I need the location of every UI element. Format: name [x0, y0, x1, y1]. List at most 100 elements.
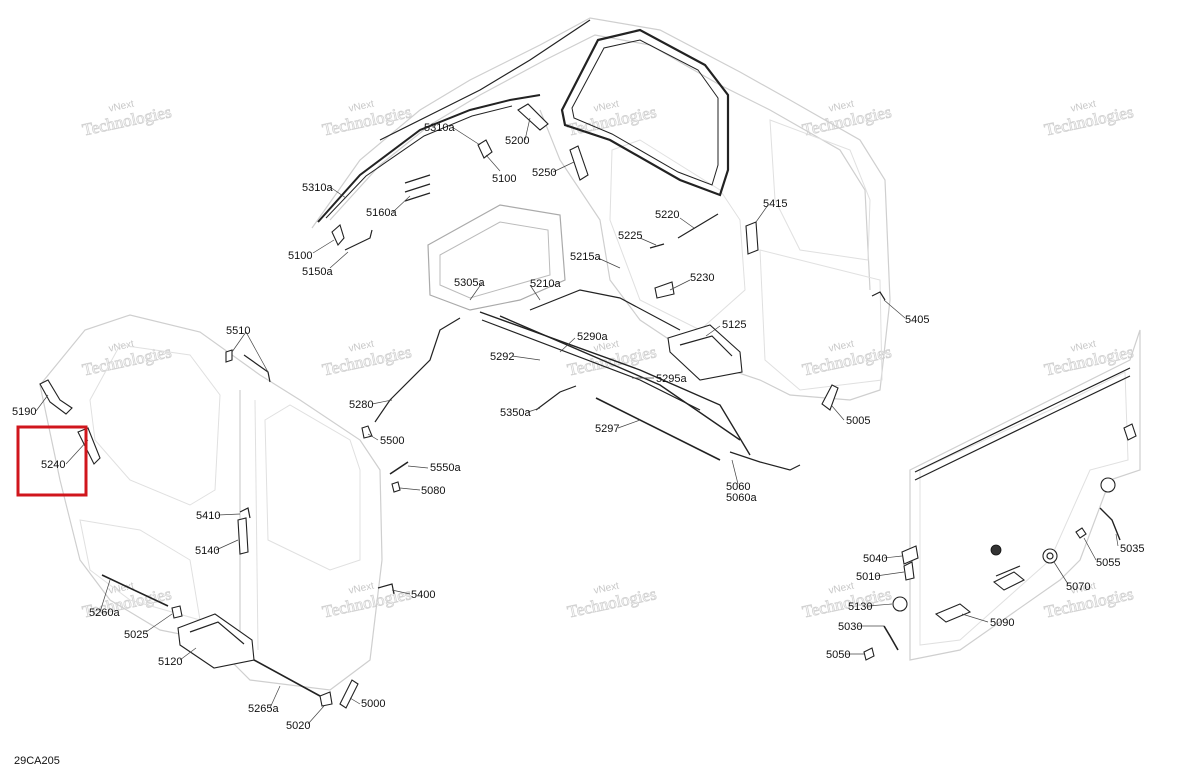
callout-5000[interactable]: 5000	[361, 698, 385, 710]
right-panel-rail	[914, 367, 1131, 473]
callout-5292[interactable]: 5292	[490, 351, 514, 363]
callout-5280[interactable]: 5280	[349, 399, 373, 411]
watermark-line1: vNext	[593, 339, 621, 355]
callout-5350a[interactable]: 5350a	[500, 407, 531, 419]
tube-5060	[729, 451, 801, 471]
left-door-pillar-2	[254, 399, 259, 651]
callout-5090[interactable]: 5090	[990, 617, 1014, 629]
callout-5100[interactable]: 5100	[492, 173, 516, 185]
leader	[99, 579, 111, 613]
callout-5250[interactable]: 5250	[532, 167, 556, 179]
callout-5020[interactable]: 5020	[286, 720, 310, 732]
callout-5220[interactable]: 5220	[655, 209, 679, 221]
callout-5310a[interactable]: 5310a	[302, 182, 333, 194]
bracket-5000	[339, 679, 359, 709]
bracket-5090-c	[995, 565, 1021, 577]
callout-5050[interactable]: 5050	[826, 649, 850, 661]
clip-5025	[171, 605, 183, 619]
callout-5550a[interactable]: 5550a	[430, 462, 461, 474]
leader	[215, 539, 239, 551]
callout-5060a[interactable]: 5060a	[726, 492, 757, 504]
callout-5040[interactable]: 5040	[863, 553, 887, 565]
callout-5410[interactable]: 5410	[196, 510, 220, 522]
pad-5250	[569, 145, 589, 181]
watermark-line1: vNext	[1070, 339, 1098, 355]
leader	[469, 282, 483, 301]
callout-5290a[interactable]: 5290a	[577, 331, 608, 343]
callout-5120[interactable]: 5120	[158, 656, 182, 668]
left-door-frame	[39, 314, 383, 691]
callout-5265a[interactable]: 5265a	[248, 703, 279, 715]
watermark-line1: vNext	[348, 581, 376, 597]
callout-5100[interactable]: 5100	[288, 250, 312, 262]
top-cab-assembly	[311, 17, 891, 471]
callout-5160a[interactable]: 5160a	[366, 207, 397, 219]
callout-5025[interactable]: 5025	[124, 629, 148, 641]
watermark-line1: vNext	[348, 99, 376, 115]
rod-5260a	[101, 574, 169, 607]
callout-5500[interactable]: 5500	[380, 435, 404, 447]
callout-5405[interactable]: 5405	[905, 314, 929, 326]
callout-5150a[interactable]: 5150a	[302, 266, 333, 278]
callout-5035[interactable]: 5035	[1120, 543, 1144, 555]
roof-seal-5310a-inner	[325, 105, 513, 219]
callout-5305a[interactable]: 5305a	[454, 277, 485, 289]
watermark-line1: vNext	[108, 339, 136, 355]
callout-5005[interactable]: 5005	[846, 415, 870, 427]
callout-5295a[interactable]: 5295a	[656, 373, 687, 385]
callout-5240[interactable]: 5240	[41, 459, 65, 471]
callout-5297[interactable]: 5297	[595, 423, 619, 435]
callout-5210a[interactable]: 5210a	[530, 278, 561, 290]
left-door-window	[89, 344, 221, 506]
leader	[511, 355, 541, 361]
leader	[399, 487, 421, 491]
bushing-upper	[1100, 477, 1116, 493]
callout-5190[interactable]: 5190	[12, 406, 36, 418]
callout-5055[interactable]: 5055	[1096, 557, 1120, 569]
callout-5140[interactable]: 5140	[195, 545, 219, 557]
leader	[371, 399, 393, 405]
leader	[349, 697, 361, 705]
callout-5510[interactable]: 5510	[226, 325, 250, 337]
leader	[245, 331, 269, 373]
callout-5070[interactable]: 5070	[1066, 581, 1090, 593]
bushing-5070	[1042, 548, 1058, 564]
leader	[329, 186, 347, 199]
watermark: vNext Technologies	[320, 99, 413, 140]
watermark: vNext Technologies	[80, 99, 173, 140]
callout-5080[interactable]: 5080	[421, 485, 445, 497]
callout-5200[interactable]: 5200	[505, 135, 529, 147]
callout-5400[interactable]: 5400	[411, 589, 435, 601]
callout-5415[interactable]: 5415	[763, 198, 787, 210]
callout-5230[interactable]: 5230	[690, 272, 714, 284]
callout-5260a[interactable]: 5260a	[89, 607, 120, 619]
right-panel-assembly	[863, 329, 1141, 661]
pad-5240	[77, 427, 101, 465]
callout-5125[interactable]: 5125	[722, 319, 746, 331]
watermark-line1: vNext	[108, 581, 136, 597]
leader	[705, 325, 721, 337]
callout-5310a[interactable]: 5310a	[424, 122, 455, 134]
leader	[1115, 533, 1119, 547]
grommet-5130	[892, 596, 908, 612]
callout-5010[interactable]: 5010	[856, 571, 880, 583]
window-seal	[560, 28, 730, 197]
seat-box-detail	[439, 221, 551, 299]
callout-5060[interactable]: 5060	[726, 481, 750, 493]
strip-5225	[649, 243, 665, 249]
leader	[367, 433, 379, 441]
leader	[179, 647, 197, 661]
callout-5130[interactable]: 5130	[848, 601, 872, 613]
leader	[755, 204, 769, 223]
callout-5030[interactable]: 5030	[838, 621, 862, 633]
leader	[669, 279, 691, 291]
watermark-line1: vNext	[1070, 581, 1098, 597]
clip-5500	[361, 425, 373, 439]
watermark-line1: vNext	[593, 99, 621, 115]
watermarks: vNext Technologies vNext Technologies vN…	[80, 99, 1135, 622]
rod-5297	[595, 397, 721, 461]
tube-5350a	[535, 385, 577, 411]
callout-5215a[interactable]: 5215a	[570, 251, 601, 263]
watermark-line1: vNext	[1070, 99, 1098, 115]
callout-5225[interactable]: 5225	[618, 230, 642, 242]
